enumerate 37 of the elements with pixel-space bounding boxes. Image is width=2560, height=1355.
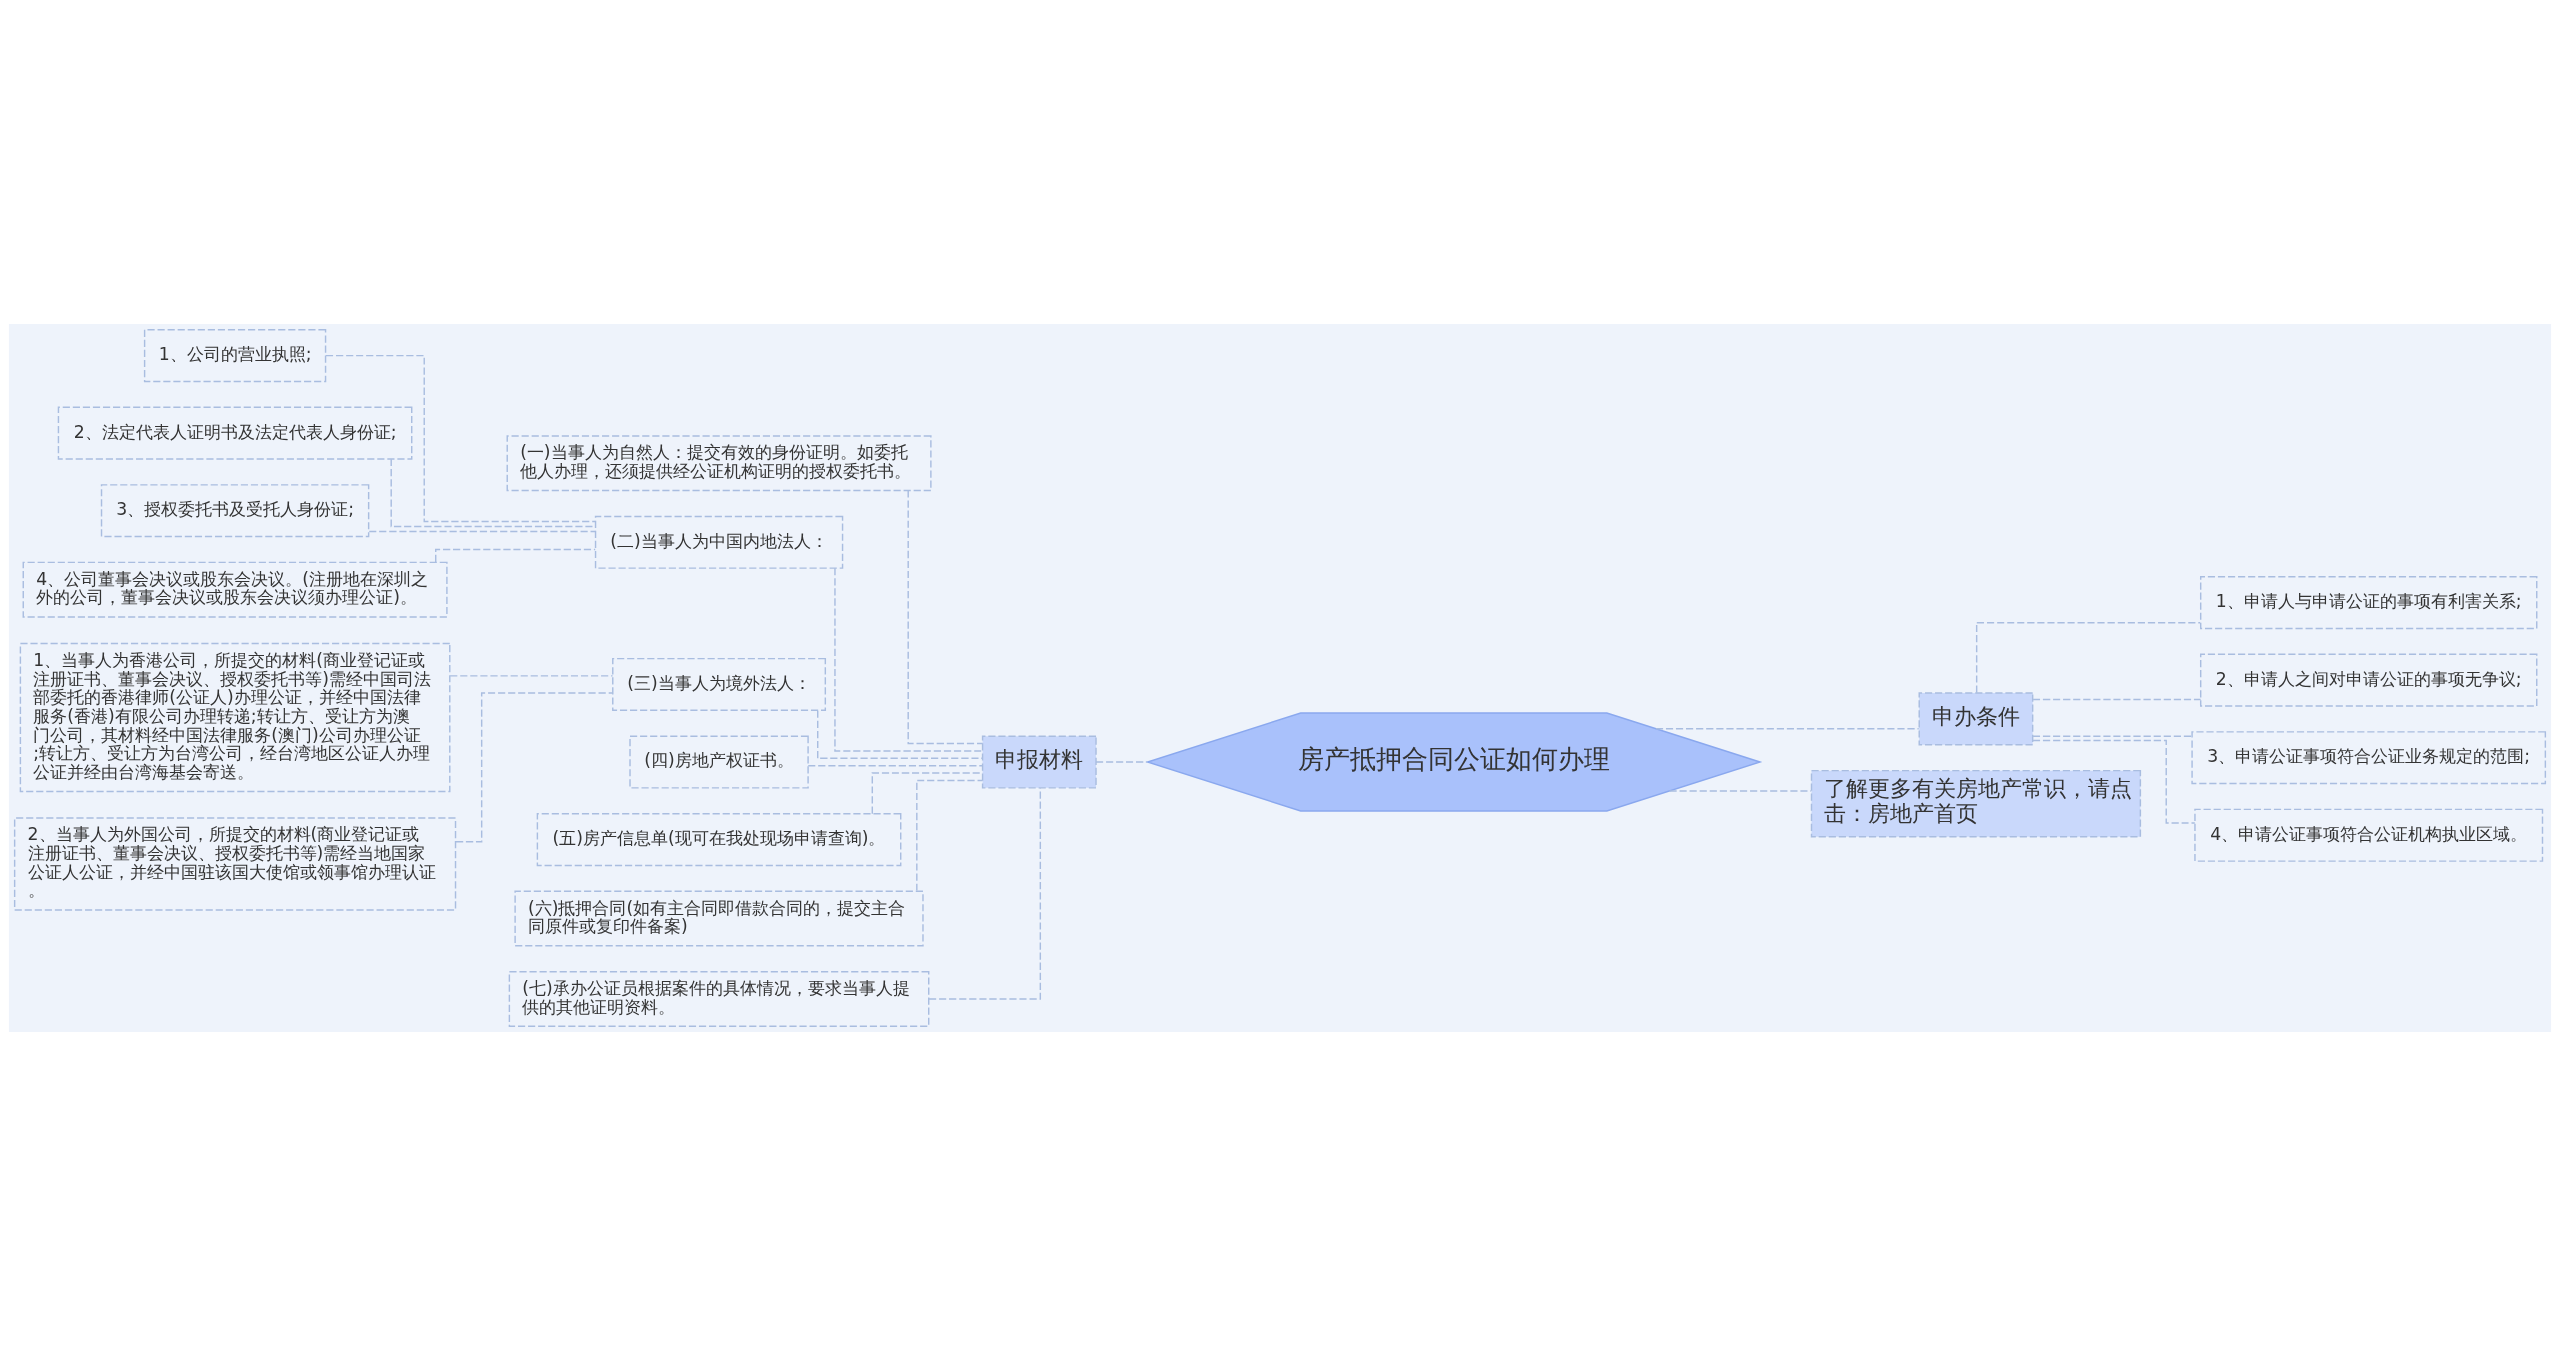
connector <box>1655 727 1920 729</box>
node-box: 2、申请人之间对申请公证的事项无争议; <box>2199 653 2538 707</box>
node-box: 2、当事人为外国公司，所提交的材料(商业登记证或注册证书、董事会决议、授权委托书等)需经当地国家公证人公证，并经中国驻该国大使馆或领事馆办理认证。 <box>13 816 457 911</box>
node-box: (五)房产信息单(现可在我处现场申请查询)。 <box>536 812 902 866</box>
node-box: 1、公司的营业执照; <box>143 328 327 382</box>
node-box: (四)房地产权证书。 <box>629 734 809 789</box>
node-box: 申办条件 <box>1918 691 2034 745</box>
node-box: 申报材料 <box>981 734 1097 789</box>
connector <box>2032 698 2202 700</box>
connector <box>449 674 614 677</box>
connector <box>928 787 1042 1000</box>
node-box: 1、申请人与申请公证的事项有利害关系; <box>2199 575 2538 629</box>
connector <box>807 764 983 766</box>
connector <box>834 567 984 752</box>
node-box: (六)抵押合同(如有主合同即借款合同的，提交主合同原件或复印件备案) <box>514 890 924 947</box>
node-box: (一)当事人为自然人：提交有效的身份证明。如委托他人办理，还须提供经公证机构证明的授权委托书。 <box>506 434 932 491</box>
node-box: 3、授权委托书及受托人身份证; <box>100 483 370 537</box>
connector <box>1668 789 1812 792</box>
node-box: 4、申请公证事项符合公证机构执业区域。 <box>2194 808 2544 862</box>
connector <box>368 530 597 532</box>
node-box: 4、公司董事会决议或股东会决议。(注册地在深圳之外的公司，董事会决议或股东会决议须办理公证)。 <box>22 561 448 618</box>
connector <box>907 489 984 744</box>
connector <box>2032 734 2193 737</box>
node-box: (二)当事人为中国内地法人： <box>594 515 844 569</box>
connector <box>1095 760 1149 763</box>
connector <box>817 709 983 759</box>
node-box: 2、法定代表人证明书及法定代表人身份证; <box>57 406 413 460</box>
node-box: (七)承办公证员根据案件的具体情况，要求当事人提供的其他证明资料。 <box>508 970 930 1027</box>
node-box: 了解更多有关房地产常识，请点击：房地产首页 <box>1810 769 2142 837</box>
connector <box>916 779 984 891</box>
node-box: 3、申请公证事项符合公证业务规定的范围; <box>2191 730 2547 784</box>
connector <box>1975 621 2201 693</box>
connector <box>325 354 596 522</box>
connector <box>435 548 596 563</box>
connector <box>871 771 983 814</box>
node-box: (三)当事人为境外法人： <box>612 657 827 711</box>
node-box: 1、当事人为香港公司，所提交的材料(商业登记证或注册证书、董事会决议、授权委托书等)需经中国司法部委托的香港律师(公证人)办理公证，并经中国法律服务(香港)有限公司办理转递;转让方、受让方为澳门公司，其材料经中国法律服务(澳门)公司办理公证;转让方、受让方为台湾公司，经台湾地区公证人办理公证并经由台湾海基会寄送。 <box>19 642 451 792</box>
